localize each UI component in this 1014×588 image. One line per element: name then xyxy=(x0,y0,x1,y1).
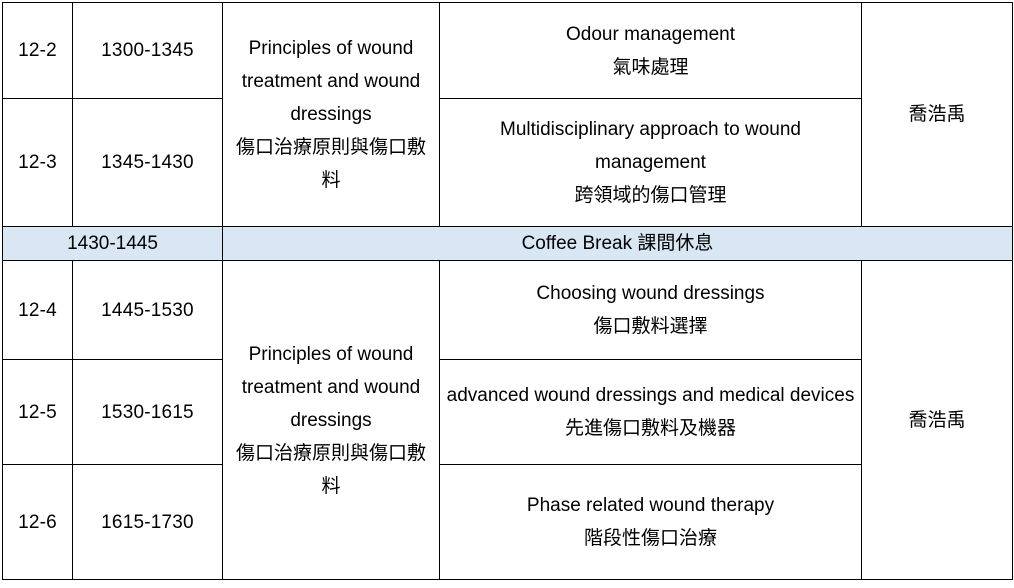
session-title-zh: 跨領域的傷口管理 xyxy=(574,185,727,206)
session-title-cell: Choosing wound dressings 傷口敷料選擇 xyxy=(439,260,862,360)
session-id: 12-4 xyxy=(2,260,73,360)
topic-title-zh: 傷口治療原則與傷口敷料 xyxy=(235,137,426,191)
session-title-cell: advanced wound dressings and medical dev… xyxy=(439,359,862,465)
session-title-zh: 階段性傷口治療 xyxy=(583,528,717,549)
topic-title-en: Principles of wound treatment and wound … xyxy=(241,343,421,431)
session-title-cell: Multidisciplinary approach to wound mana… xyxy=(439,98,862,227)
table-row: 12-3 1345-1430 Multidisciplinary approac… xyxy=(2,98,1013,227)
session-id: 12-6 xyxy=(2,464,73,580)
session-title-zh: 傷口敷料選擇 xyxy=(593,316,708,337)
topic-cell: Principles of wound treatment and wound … xyxy=(222,2,440,227)
session-time: 1300-1345 xyxy=(72,2,223,99)
session-title-en: advanced wound dressings and medical dev… xyxy=(446,385,855,406)
session-time: 1530-1615 xyxy=(72,359,223,465)
instructor-cell: 喬浩禹 xyxy=(861,260,1013,580)
session-title-zh: 氣味處理 xyxy=(612,56,689,78)
session-title-cell: Odour management 氣味處理 xyxy=(439,2,862,99)
session-id: 12-2 xyxy=(2,2,73,99)
session-id: 12-3 xyxy=(2,98,73,227)
table-row: 12-6 1615-1730 Phase related wound thera… xyxy=(2,464,1013,580)
instructor-cell: 喬浩禹 xyxy=(861,2,1013,227)
session-title-en: Phase related wound therapy xyxy=(526,495,775,516)
session-time: 1615-1730 xyxy=(72,464,223,580)
table-row: 12-5 1530-1615 advanced wound dressings … xyxy=(2,359,1013,465)
break-row: 1430-1445 Coffee Break 課間休息 xyxy=(2,226,1013,261)
session-id: 12-5 xyxy=(2,359,73,465)
session-title-en: Multidisciplinary approach to wound mana… xyxy=(500,119,801,173)
session-title-zh: 先進傷口敷料及機器 xyxy=(564,418,736,439)
topic-title-en: Principles of wound treatment and wound … xyxy=(241,38,421,125)
table-row: 12-2 1300-1345 Principles of wound treat… xyxy=(2,2,1013,227)
session-time: 1445-1530 xyxy=(72,260,223,360)
topic-cell: Principles of wound treatment and wound … xyxy=(222,260,440,580)
session-title-cell: Phase related wound therapy 階段性傷口治療 xyxy=(439,464,862,580)
break-time: 1430-1445 xyxy=(2,226,223,261)
break-label: Coffee Break 課間休息 xyxy=(222,226,1013,261)
session-time: 1345-1430 xyxy=(72,98,223,227)
session-title-en: Choosing wound dressings xyxy=(536,283,765,304)
session-title-en: Odour management xyxy=(566,23,735,45)
topic-title-zh: 傷口治療原則與傷口敷料 xyxy=(235,442,426,497)
table-row: 12-4 1445-1530 Principles of wound treat… xyxy=(2,260,1013,580)
